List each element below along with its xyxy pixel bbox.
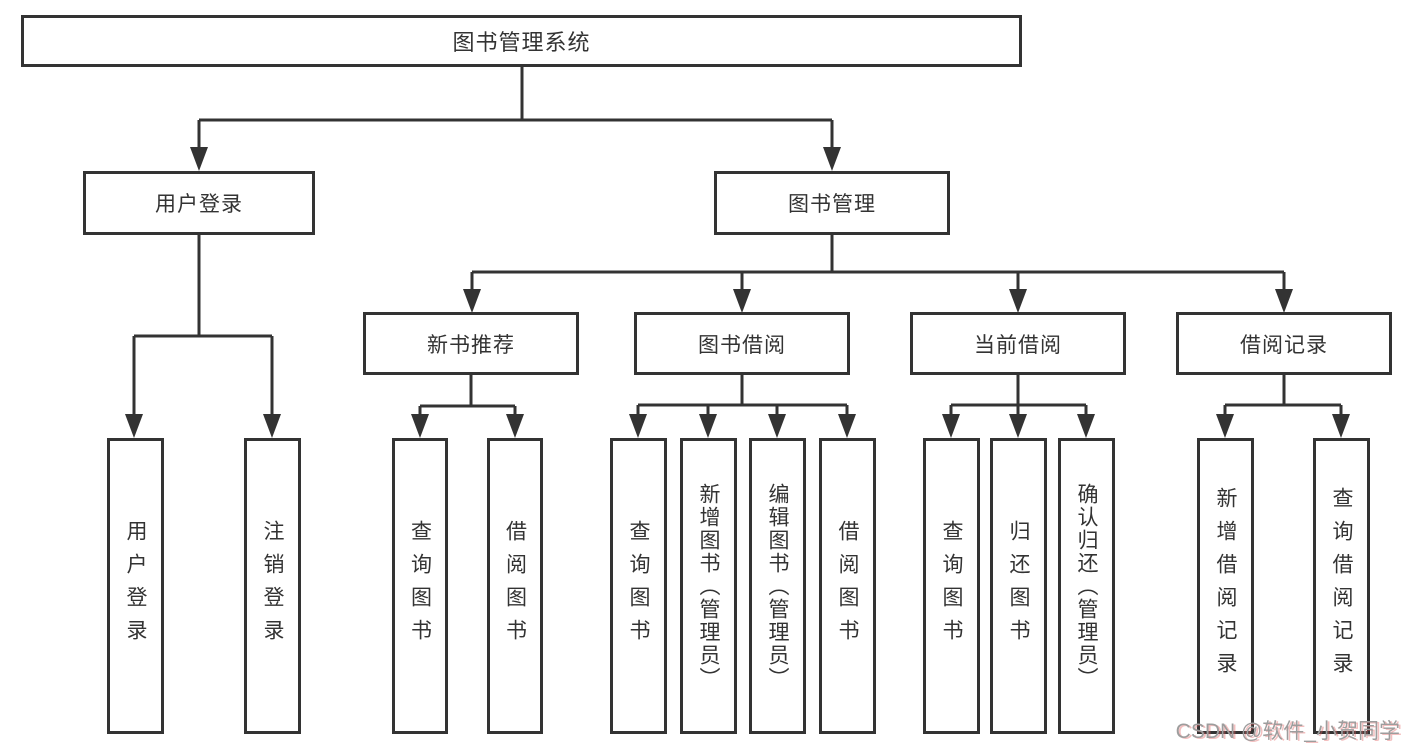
leaf-user-login: 用户登录: [107, 438, 164, 734]
leaf-edit-books-admin: 编辑图书（管理员）: [749, 438, 806, 734]
leaf-query-books-current-label: 查询图书: [940, 520, 964, 652]
node-user-login: 用户登录: [83, 171, 315, 235]
leaf-logout: 注销登录: [244, 438, 301, 734]
node-borrow-records: 借阅记录: [1176, 312, 1392, 375]
node-book-borrow: 图书借阅: [634, 312, 850, 375]
leaf-query-books-borrow-label: 查询图书: [627, 520, 651, 652]
node-current-borrow-label: 当前借阅: [974, 333, 1062, 357]
node-new-book-recommend-label: 新书推荐: [427, 333, 515, 357]
leaf-return-books-label: 归还图书: [1007, 520, 1031, 652]
leaf-query-books-borrow: 查询图书: [610, 438, 667, 734]
leaf-borrow-books-recommend-label: 借阅图书: [503, 520, 527, 652]
node-book-management: 图书管理: [714, 171, 950, 235]
leaf-query-borrow-record: 查询借阅记录: [1313, 438, 1370, 734]
leaf-logout-label: 注销登录: [261, 520, 285, 652]
node-root-system: 图书管理系统: [21, 15, 1022, 67]
leaf-add-books-admin: 新增图书（管理员）: [680, 438, 737, 734]
leaf-return-books: 归还图书: [990, 438, 1047, 734]
leaf-borrow-books-label: 借阅图书: [836, 520, 860, 652]
leaf-user-login-label: 用户登录: [124, 520, 148, 652]
arrowheads: [125, 147, 1350, 438]
node-current-borrow: 当前借阅: [910, 312, 1126, 375]
node-borrow-records-label: 借阅记录: [1240, 333, 1328, 357]
leaf-add-borrow-record-label: 新增借阅记录: [1214, 487, 1238, 685]
csdn-watermark: CSDN @软件_小贺同学: [1175, 720, 1400, 743]
node-root-label: 图书管理系统: [452, 30, 591, 55]
leaf-confirm-return-admin: 确认归还（管理员）: [1058, 438, 1115, 734]
leaf-query-books-current: 查询图书: [923, 438, 980, 734]
leaf-add-books-admin-label: 新增图书（管理员）: [697, 482, 721, 690]
node-user-login-label: 用户登录: [155, 193, 243, 216]
leaf-borrow-books-recommend: 借阅图书: [487, 438, 543, 734]
leaf-query-books-recommend-label: 查询图书: [408, 520, 432, 652]
leaf-query-borrow-record-label: 查询借阅记录: [1330, 487, 1354, 685]
node-book-borrow-label: 图书借阅: [698, 333, 786, 357]
node-book-management-label: 图书管理: [788, 193, 876, 216]
leaf-edit-books-admin-label: 编辑图书（管理员）: [766, 482, 790, 690]
leaf-borrow-books: 借阅图书: [819, 438, 876, 734]
leaf-add-borrow-record: 新增借阅记录: [1197, 438, 1254, 734]
node-new-book-recommend: 新书推荐: [363, 312, 579, 375]
leaf-query-books-recommend: 查询图书: [392, 438, 448, 734]
leaf-confirm-return-admin-label: 确认归还（管理员）: [1075, 482, 1099, 690]
